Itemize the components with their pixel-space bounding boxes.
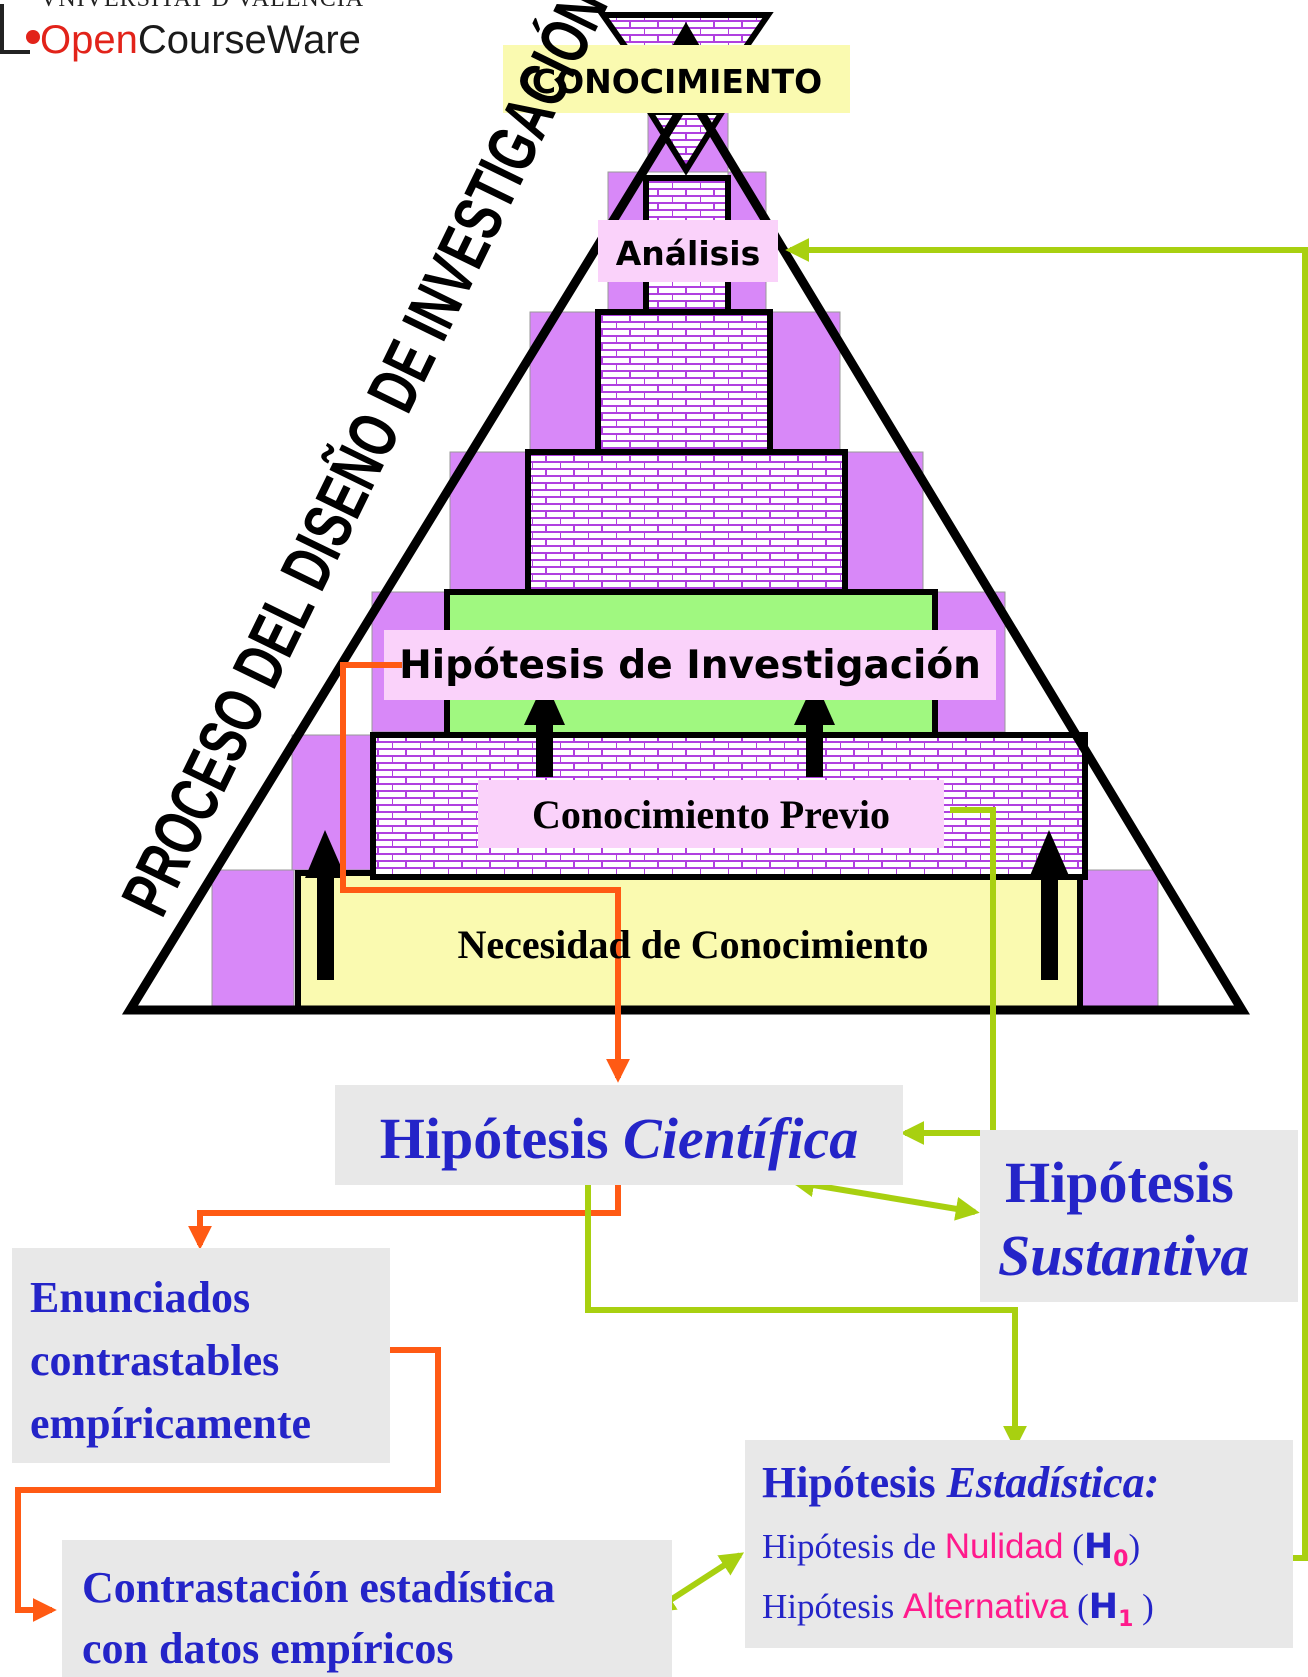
alt-symbol: H — [1089, 1587, 1118, 1627]
null-prefix: Hipótesis de — [762, 1527, 936, 1566]
alt-subscript: 1 — [1118, 1607, 1133, 1632]
null-symbol: H — [1084, 1527, 1113, 1567]
pyramid-outline — [121, 86, 1250, 1015]
tier-4 — [525, 449, 848, 595]
scientific-italic: Científica — [623, 1106, 858, 1171]
scientific-box — [335, 1085, 903, 1185]
substantive-box — [980, 1130, 1298, 1302]
analysis-label-bg — [598, 220, 778, 282]
green-arrow-to-statistical — [585, 1185, 1027, 1450]
orange-arrow-to-contrast — [15, 1347, 441, 1622]
green-double-arrow-substantive — [790, 1173, 980, 1221]
up-arrow-mid-left-shaft — [536, 722, 553, 777]
block-left-4 — [449, 451, 531, 593]
tier-5 — [595, 309, 773, 455]
opencourseware-logo: VNIVERSITAT D VALÈNCIA OpenCourseWare — [0, 0, 470, 70]
up-arrow-left-icon — [305, 830, 346, 878]
logo-bracket-mark — [0, 4, 30, 54]
logo-university-name: VNIVERSITAT D VALÈNCIA — [40, 0, 364, 13]
contrast-box — [62, 1540, 672, 1677]
scientific-word: Hipótesis — [380, 1106, 609, 1171]
apex-arrow-icon — [671, 22, 701, 48]
statements-box — [12, 1248, 390, 1463]
scientific-label: Hipótesis Científica — [380, 1106, 859, 1171]
null-hypothesis-line: Hipótesis de Nulidad (H0) — [762, 1527, 1140, 1572]
null-word: Nulidad — [945, 1527, 1064, 1566]
orange-arrow-to-scientific — [340, 662, 630, 1083]
null-subscript: 0 — [1113, 1547, 1128, 1572]
block-right-4 — [844, 451, 924, 593]
prior-knowledge-label: Conocimiento Previo — [532, 792, 890, 837]
up-arrow-mid-left-icon — [524, 680, 565, 725]
need-knowledge-label: Necesidad de Conocimiento — [457, 922, 928, 967]
statements-line3: empíricamente — [30, 1399, 311, 1448]
up-arrow-right-icon — [1029, 830, 1070, 878]
logo-brand-suffix: CourseWare — [137, 18, 361, 62]
up-arrows — [305, 680, 1070, 980]
substantive-word: Hipótesis — [1005, 1150, 1234, 1215]
prior-label-bg — [478, 780, 944, 848]
block-right-base — [1079, 869, 1159, 1011]
contrast-line2: con datos empíricos — [82, 1624, 454, 1673]
alt-word: Alternativa — [903, 1587, 1069, 1626]
block-right-5 — [769, 311, 841, 453]
hypothesis-label-bg — [384, 630, 996, 700]
logo-brand: OpenCourseWare — [40, 18, 361, 63]
statistical-box — [745, 1440, 1293, 1648]
up-arrow-mid-right-icon — [794, 680, 835, 725]
block-left-base — [211, 869, 295, 1011]
apex-label-bg — [503, 45, 850, 113]
statements-line1: Enunciados — [30, 1273, 250, 1322]
logo-brand-prefix: Open — [40, 18, 138, 62]
analysis-label: Análisis — [616, 234, 761, 273]
orange-arrow-to-statements — [188, 1185, 621, 1250]
logo-dot-icon — [26, 30, 40, 44]
alt-hypothesis-line: Hipótesis Alternativa (H1 ) — [762, 1587, 1154, 1632]
contrast-line1: Contrastación estadística — [82, 1563, 555, 1612]
alt-prefix: Hipótesis — [762, 1587, 894, 1626]
statements-line2: contrastables — [30, 1336, 279, 1385]
orange-connectors — [15, 662, 630, 1622]
up-arrow-left-shaft — [317, 875, 334, 980]
substantive-italic: Sustantiva — [998, 1223, 1249, 1288]
hypothesis-label: Hipótesis de Investigación — [399, 643, 981, 688]
statistical-word: Hipótesis — [762, 1458, 936, 1507]
up-arrow-right-shaft — [1041, 875, 1058, 980]
statistical-italic: Estadística: — [946, 1458, 1160, 1507]
up-arrow-mid-right-shaft — [806, 722, 823, 777]
statistical-title: Hipótesis Estadística: — [762, 1458, 1159, 1507]
green-arrow-to-scientific — [900, 807, 996, 1145]
apex-label: CONOCIMIENTO — [532, 62, 822, 101]
